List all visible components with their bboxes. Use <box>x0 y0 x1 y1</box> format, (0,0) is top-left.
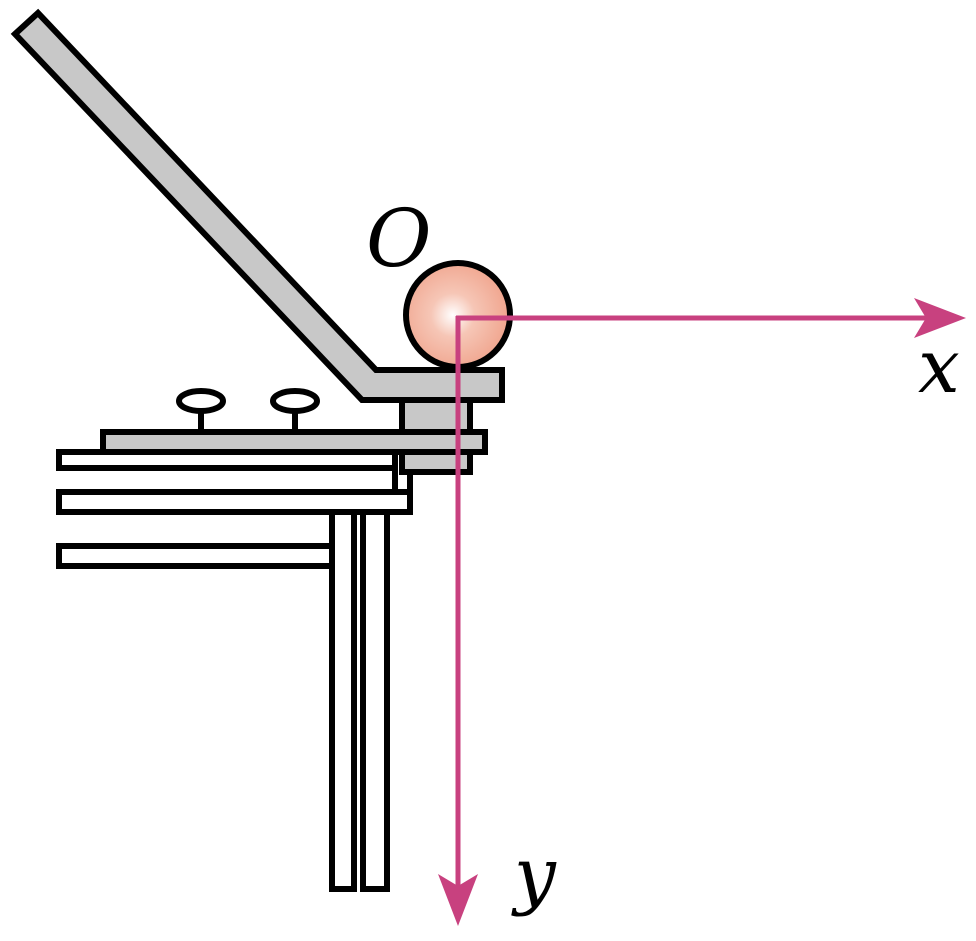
bar-bottom <box>56 543 335 569</box>
bar-middle <box>56 489 413 515</box>
screw-knobs <box>176 388 320 432</box>
stand-leg-left <box>329 509 357 892</box>
origin-label: O <box>366 192 432 285</box>
base-plate <box>100 429 488 455</box>
y-axis-arrowhead <box>438 874 478 926</box>
screw-knob-right <box>270 388 320 414</box>
inclined-ramp <box>10 8 505 403</box>
y-axis-label: y <box>511 832 557 918</box>
stand-leg-right <box>360 509 390 892</box>
coordinate-axes <box>438 298 966 926</box>
screw-knob-left <box>176 388 226 414</box>
x-axis-label: x <box>918 324 960 410</box>
stand-legs <box>329 509 390 892</box>
x-axis-arrowhead <box>914 298 966 338</box>
stand-bars <box>56 449 413 569</box>
